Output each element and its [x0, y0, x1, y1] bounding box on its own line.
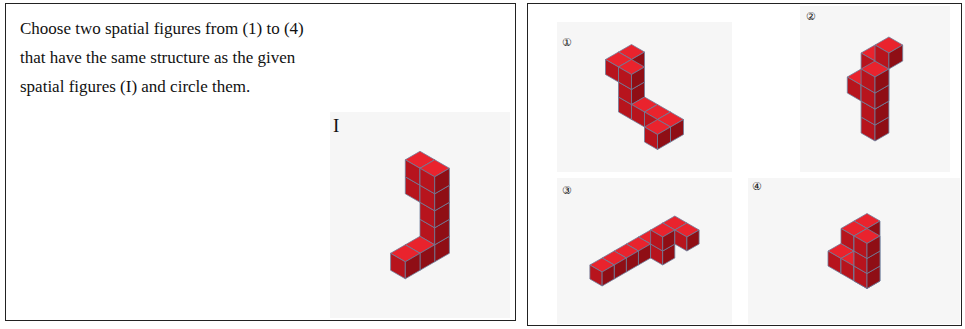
cube-figure — [391, 151, 450, 278]
cube-face — [875, 45, 889, 69]
figure-label: I — [333, 115, 339, 137]
cube-face — [632, 105, 645, 128]
cube-face — [391, 253, 406, 278]
cube-face — [626, 251, 638, 272]
option-number: ② — [806, 10, 816, 23]
cube-face — [828, 251, 841, 274]
cube-face — [889, 45, 903, 69]
cube-face — [614, 258, 626, 279]
figure-backdrop — [330, 112, 510, 318]
cube-face — [663, 230, 675, 251]
option-number: ④ — [752, 180, 762, 193]
cube-figure — [847, 37, 902, 141]
cube-face — [405, 253, 420, 278]
cube-face — [645, 127, 658, 150]
cube-face — [841, 259, 854, 282]
cube-face — [619, 67, 632, 90]
cube-face — [638, 244, 650, 265]
cube-face — [658, 127, 671, 150]
figure-backdrop — [748, 178, 960, 324]
cube-face — [651, 230, 663, 251]
cube-face — [875, 69, 889, 93]
question-text: Choose two spatial figures from (1) to (… — [20, 14, 325, 101]
cube-face — [435, 168, 450, 194]
cube-figure — [590, 216, 699, 286]
cube-face — [867, 236, 880, 259]
option-number: ① — [562, 36, 572, 49]
cube-face — [606, 60, 619, 83]
cube-figure — [606, 45, 684, 150]
cube-face — [861, 69, 875, 93]
cube-face — [420, 168, 435, 194]
cube-face — [671, 120, 684, 143]
cube-face — [405, 160, 420, 186]
cube-face — [632, 67, 645, 90]
cube-face — [602, 265, 614, 286]
figure-backdrop — [557, 178, 732, 324]
question-panel: Choose two spatial figures from (1) to (… — [5, 3, 516, 321]
cube-face — [854, 236, 867, 259]
cube-face — [420, 245, 435, 270]
cube-face — [687, 230, 699, 251]
figure-backdrop — [800, 6, 950, 172]
cube-face — [841, 229, 854, 252]
figure-backdrop — [557, 22, 732, 172]
cube-face — [847, 77, 861, 101]
options-frame — [528, 4, 962, 326]
cube-figure — [828, 214, 880, 289]
option-number: ③ — [562, 184, 572, 197]
cube-face — [590, 265, 602, 286]
cube-face — [675, 230, 687, 251]
